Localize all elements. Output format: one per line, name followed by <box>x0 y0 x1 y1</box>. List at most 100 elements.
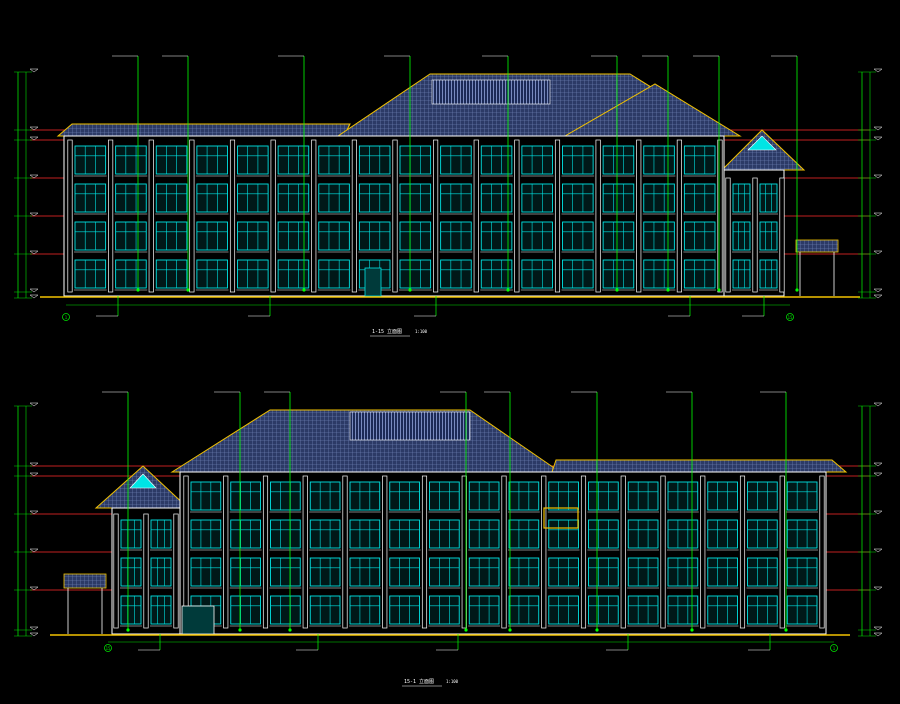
top-window <box>683 145 716 177</box>
top-pavilion-pier <box>779 177 785 293</box>
bottom-window-frame <box>429 481 460 511</box>
bottom-pavilion-pier <box>113 513 119 629</box>
top-window <box>358 183 391 215</box>
top-window <box>561 183 595 215</box>
canopy-bottom-roof <box>63 573 107 589</box>
top-window-frame <box>155 259 188 289</box>
top-window <box>195 259 229 291</box>
top-right-level-mark <box>873 136 883 141</box>
top-window <box>642 259 676 291</box>
bottom-left-level-mark <box>29 462 39 467</box>
top-window <box>439 145 473 177</box>
top-window <box>155 145 188 177</box>
top-pavilion-window <box>759 183 778 215</box>
top-window <box>561 221 595 253</box>
top-right-level-mark <box>873 294 883 299</box>
top-window <box>236 259 270 291</box>
top-window <box>195 145 229 177</box>
axis-bottom-right-bubble <box>830 644 838 652</box>
bottom-pier <box>421 475 428 629</box>
bottom-left-level-mark <box>29 632 39 637</box>
top-window-frame <box>602 259 635 289</box>
top-window <box>399 259 432 291</box>
top-window <box>439 259 473 291</box>
windows-top <box>74 145 778 291</box>
bottom-window-frame <box>270 557 301 587</box>
bottom-window <box>468 595 500 627</box>
bottom-left-level-mark <box>29 586 39 591</box>
canopy-roof <box>795 239 839 253</box>
bottom-window-frame <box>190 519 222 549</box>
leaders-bottom <box>102 391 788 651</box>
top-window-frame <box>480 259 513 289</box>
piers-top <box>67 139 785 293</box>
top-pavilion-window-frame <box>759 221 778 251</box>
top-window <box>236 183 270 215</box>
top-window-frame <box>521 259 553 289</box>
top-window-frame <box>643 145 675 175</box>
top-window <box>236 221 270 253</box>
roof-left-wing <box>56 123 351 137</box>
bottom-window <box>269 519 302 551</box>
bottom-window-frame <box>389 519 420 549</box>
bottom-window-frame <box>230 595 261 625</box>
bottom-window <box>428 519 461 551</box>
top-pavilion-window-frame <box>732 221 751 251</box>
top-window-frame <box>115 259 147 289</box>
top-window <box>520 183 554 215</box>
bottom-pier <box>382 475 388 629</box>
top-pavilion-window <box>732 221 751 253</box>
axis-top-right-bubble <box>786 313 794 321</box>
bottom-window <box>349 519 381 551</box>
bottom-window-frame <box>349 481 381 511</box>
bottom-leader-dot <box>464 628 468 632</box>
bottom-window-frame <box>588 595 619 625</box>
top-window-frame <box>196 259 228 289</box>
bottom-pavilion-window <box>150 519 172 551</box>
top-window <box>358 221 391 253</box>
bottom-window-frame <box>627 519 659 549</box>
bottom-pavilion-window <box>120 519 142 551</box>
bottom-window <box>587 595 620 627</box>
bottom-window <box>587 481 620 513</box>
bottom-leader-dot <box>508 628 512 632</box>
bottom-window-frame <box>270 595 301 625</box>
top-window-frame <box>440 221 472 251</box>
bottom-pavilion-pier <box>143 513 149 629</box>
bottom-window-frame <box>309 557 341 587</box>
top-window-frame <box>521 183 553 213</box>
top-window-frame <box>521 145 553 175</box>
bottom-window-frame <box>389 481 420 511</box>
bottom-window-frame <box>468 595 500 625</box>
bottom-window-frame <box>309 519 341 549</box>
top-leader-dot <box>302 288 306 292</box>
bottom-window-frame <box>349 595 381 625</box>
top-window <box>642 145 676 177</box>
top-window <box>155 221 188 253</box>
bottom-window-frame <box>508 557 540 587</box>
top-pavilion-window-frame <box>732 183 751 213</box>
bottom-pier <box>223 475 229 629</box>
caption-bottom-title: 15-1 立面图 <box>404 678 434 685</box>
bottom-pavilion-window <box>120 595 142 627</box>
top-window-frame <box>399 259 432 289</box>
top-window-frame <box>440 183 472 213</box>
top-window <box>683 183 716 215</box>
bottom-window <box>508 557 540 589</box>
bottom-window-frame <box>707 481 738 511</box>
bottom-window-frame <box>627 481 659 511</box>
top-window-frame <box>480 145 513 175</box>
top-window-frame <box>74 221 107 251</box>
bottom-window-frame <box>786 481 818 511</box>
bottom-pier <box>262 475 269 629</box>
top-window <box>520 259 554 291</box>
bottom-leader-dot <box>238 628 242 632</box>
top-window-frame <box>115 183 147 213</box>
top-left-level-mark <box>29 212 39 217</box>
bottom-leader-dot <box>288 628 292 632</box>
bottom-pavilion-window-frame <box>150 519 172 549</box>
bottom-window-frame <box>548 595 579 625</box>
bottom-pier <box>660 475 666 629</box>
bottom-right-level-mark <box>873 402 883 407</box>
